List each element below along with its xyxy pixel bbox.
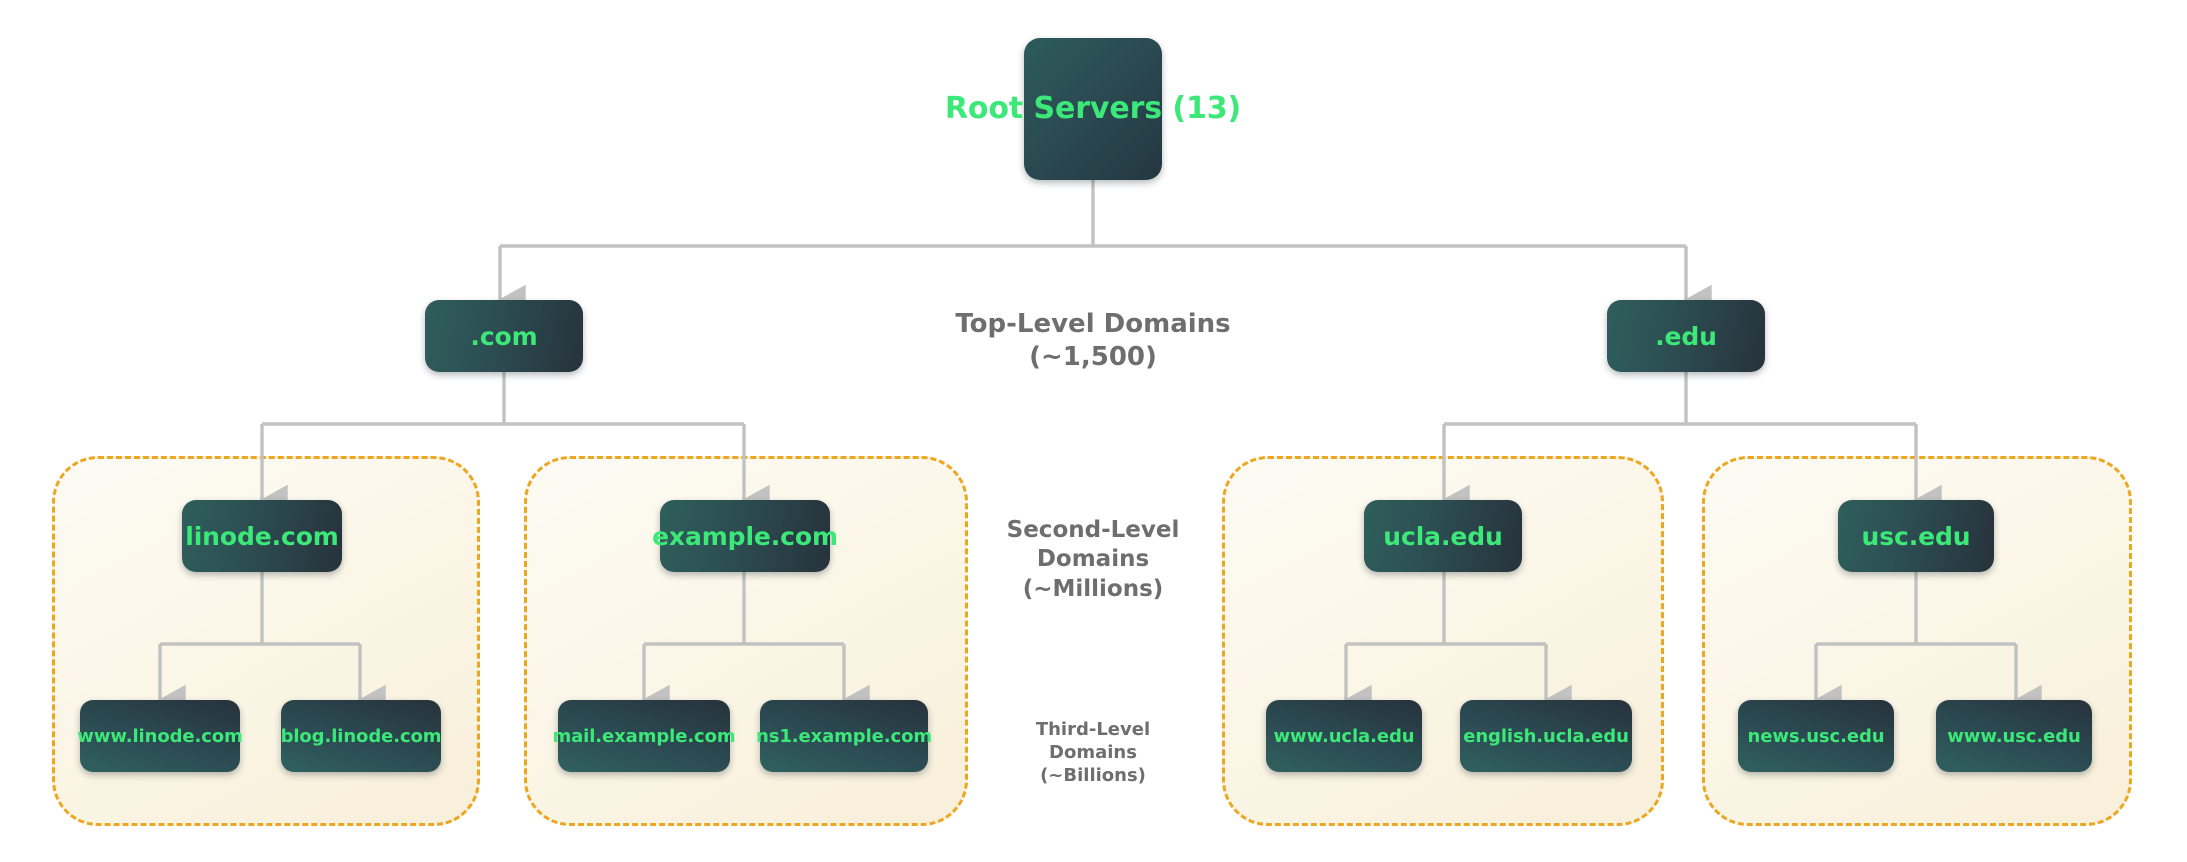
- node-third-english-ucla-edu[interactable]: english.ucla.edu: [1460, 700, 1632, 772]
- node-root-servers[interactable]: Root Servers (13): [945, 38, 1241, 180]
- node-third-www-ucla-edu[interactable]: www.ucla.edu: [1266, 700, 1422, 772]
- node-third-www-usc-edu[interactable]: www.usc.edu: [1936, 700, 2092, 772]
- caption-second-level-domains: Second-Level Domains (~Millions): [1006, 517, 1180, 602]
- node-sld-linode-com[interactable]: linode.com: [182, 500, 342, 572]
- node-sld-ucla-edu[interactable]: ucla.edu: [1364, 500, 1522, 572]
- node-third-ns1-example-com[interactable]: ns1.example.com: [756, 700, 932, 772]
- node-third-mail-example-com[interactable]: mail.example.com: [552, 700, 736, 772]
- node-tld-com[interactable]: .com: [425, 300, 583, 372]
- node-third-blog-linode-com[interactable]: blog.linode.com: [281, 700, 442, 772]
- caption-top-level-domains: Top-Level Domains (~1,500): [955, 309, 1231, 373]
- node-third-news-usc-edu[interactable]: news.usc.edu: [1738, 700, 1894, 772]
- node-sld-usc-edu[interactable]: usc.edu: [1838, 500, 1994, 572]
- node-sld-example-com[interactable]: example.com: [652, 500, 838, 572]
- node-third-www-linode-com[interactable]: www.linode.com: [77, 700, 243, 772]
- caption-third-level-domains: Third-Level Domains (~Billions): [1035, 719, 1151, 787]
- node-tld-edu[interactable]: .edu: [1607, 300, 1765, 372]
